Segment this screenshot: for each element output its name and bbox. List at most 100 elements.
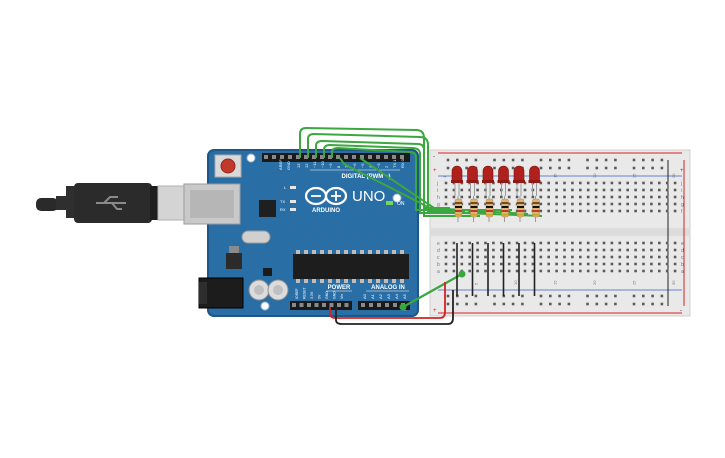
rail-hole[interactable] xyxy=(595,158,599,162)
rail-hole[interactable] xyxy=(539,158,543,162)
breadboard-hole[interactable] xyxy=(610,188,614,192)
header-pin[interactable] xyxy=(299,303,304,307)
breadboard-hole[interactable] xyxy=(452,255,456,259)
breadboard-hole[interactable] xyxy=(571,188,574,192)
breadboard-hole[interactable] xyxy=(650,248,653,252)
header-pin[interactable] xyxy=(288,155,292,159)
rail-hole[interactable] xyxy=(614,158,617,162)
breadboard-hole[interactable] xyxy=(650,209,653,213)
breadboard-hole[interactable] xyxy=(507,248,511,252)
breadboard-hole[interactable] xyxy=(579,269,582,273)
breadboard-hole[interactable] xyxy=(523,248,527,252)
breadboard-hole[interactable] xyxy=(571,241,574,245)
breadboard-hole[interactable] xyxy=(476,248,479,252)
rail-hole[interactable] xyxy=(456,302,459,306)
breadboard-hole[interactable] xyxy=(673,195,677,199)
breadboard-hole[interactable] xyxy=(531,248,535,252)
rail-hole[interactable] xyxy=(549,294,552,298)
breadboard-hole[interactable] xyxy=(610,202,614,206)
breadboard-hole[interactable] xyxy=(452,202,456,206)
breadboard-hole[interactable] xyxy=(515,262,519,266)
breadboard-hole[interactable] xyxy=(468,202,471,206)
header-pin[interactable] xyxy=(322,303,326,307)
breadboard-hole[interactable] xyxy=(547,188,550,192)
breadboard-hole[interactable] xyxy=(602,181,606,185)
rail-hole[interactable] xyxy=(651,302,654,306)
breadboard-hole[interactable] xyxy=(547,195,550,199)
rail-hole[interactable] xyxy=(586,294,589,298)
breadboard-hole[interactable] xyxy=(539,248,543,252)
breadboard-hole[interactable] xyxy=(586,195,590,199)
breadboard-hole[interactable] xyxy=(468,255,471,259)
breadboard-hole[interactable] xyxy=(515,195,519,199)
rail-hole[interactable] xyxy=(558,158,561,162)
green-wire[interactable] xyxy=(307,132,465,213)
rail-hole[interactable] xyxy=(465,158,468,162)
breadboard-hole[interactable] xyxy=(673,181,677,185)
breadboard-hole[interactable] xyxy=(610,248,614,252)
breadboard-hole[interactable] xyxy=(579,255,582,259)
breadboard-hole[interactable] xyxy=(602,262,606,266)
breadboard-hole[interactable] xyxy=(626,195,629,199)
resistor[interactable] xyxy=(501,196,509,222)
breadboard-hole[interactable] xyxy=(586,209,590,213)
led[interactable] xyxy=(482,165,494,196)
breadboard-hole[interactable] xyxy=(602,209,606,213)
breadboard-hole[interactable] xyxy=(452,241,456,245)
breadboard-hole[interactable] xyxy=(468,269,471,273)
rail-hole[interactable] xyxy=(660,302,664,306)
breadboard-hole[interactable] xyxy=(547,202,550,206)
breadboard-hole[interactable] xyxy=(665,241,669,245)
rail-hole[interactable] xyxy=(632,158,636,162)
breadboard-hole[interactable] xyxy=(484,255,487,259)
breadboard-hole[interactable] xyxy=(634,181,637,185)
breadboard-hole[interactable] xyxy=(492,195,495,199)
red-5v-wire[interactable] xyxy=(329,282,446,319)
header-pin[interactable] xyxy=(307,303,311,307)
breadboard-hole[interactable] xyxy=(634,269,637,273)
breadboard-hole[interactable] xyxy=(547,241,550,245)
led[interactable] xyxy=(528,165,541,196)
breadboard-hole[interactable] xyxy=(444,262,448,266)
header-pin[interactable] xyxy=(329,303,334,307)
breadboard-hole[interactable] xyxy=(507,255,511,259)
breadboard-hole[interactable] xyxy=(460,241,464,245)
resistor[interactable] xyxy=(454,196,463,222)
breadboard-hole[interactable] xyxy=(594,195,598,199)
led[interactable] xyxy=(497,165,510,196)
breadboard-hole[interactable] xyxy=(500,241,503,245)
breadboard-hole[interactable] xyxy=(579,248,582,252)
rail-hole[interactable] xyxy=(614,294,617,298)
rail-hole[interactable] xyxy=(632,294,636,298)
breadboard-hole[interactable] xyxy=(650,195,653,199)
breadboard-hole[interactable] xyxy=(642,181,645,185)
breadboard-hole[interactable] xyxy=(586,262,590,266)
breadboard-hole[interactable] xyxy=(650,202,653,206)
rail-hole[interactable] xyxy=(604,158,608,162)
rail-hole[interactable] xyxy=(651,166,654,170)
breadboard-hole[interactable] xyxy=(515,248,519,252)
breadboard-hole[interactable] xyxy=(594,241,598,245)
breadboard-hole[interactable] xyxy=(594,181,598,185)
breadboard-hole[interactable] xyxy=(468,188,471,192)
breadboard-hole[interactable] xyxy=(476,269,479,273)
rail-hole[interactable] xyxy=(558,294,561,298)
breadboard-hole[interactable] xyxy=(626,248,629,252)
breadboard-hole[interactable] xyxy=(626,262,629,266)
breadboard-hole[interactable] xyxy=(579,209,582,213)
rail-hole[interactable] xyxy=(660,294,664,298)
breadboard-hole[interactable] xyxy=(555,269,558,273)
header-pin[interactable] xyxy=(337,303,341,307)
breadboard-hole[interactable] xyxy=(626,255,629,259)
header-pin[interactable] xyxy=(328,155,332,159)
breadboard-hole[interactable] xyxy=(642,269,645,273)
header-pin[interactable] xyxy=(314,303,319,307)
breadboard-hole[interactable] xyxy=(594,262,598,266)
breadboard-hole[interactable] xyxy=(642,195,645,199)
header-pin[interactable] xyxy=(377,303,381,307)
breadboard-hole[interactable] xyxy=(476,241,479,245)
resistor[interactable] xyxy=(532,196,540,222)
breadboard-hole[interactable] xyxy=(634,241,637,245)
breadboard-hole[interactable] xyxy=(626,209,629,213)
breadboard-hole[interactable] xyxy=(594,188,598,192)
